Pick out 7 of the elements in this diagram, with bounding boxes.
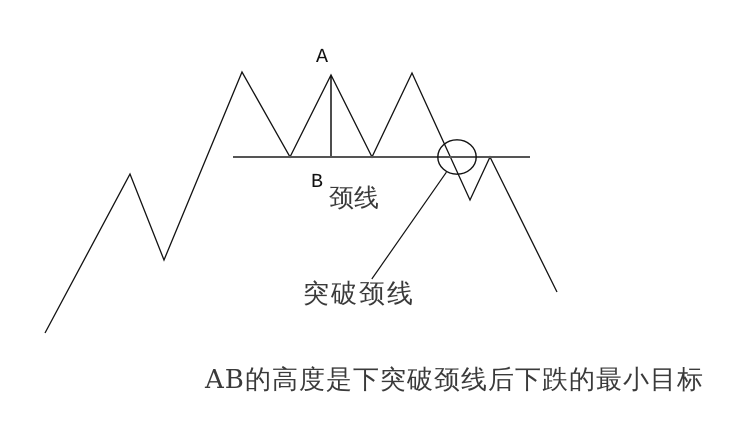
point-label: B (311, 173, 324, 193)
line-label: 颈线 (329, 185, 379, 210)
caption: AB的高度是下突破颈线后下跌的最小目标 (205, 367, 704, 393)
point-label: A (316, 48, 328, 68)
leader-line (371, 172, 447, 280)
callout-label: 突破颈线 (303, 279, 419, 310)
ellipse-marker (437, 139, 477, 175)
